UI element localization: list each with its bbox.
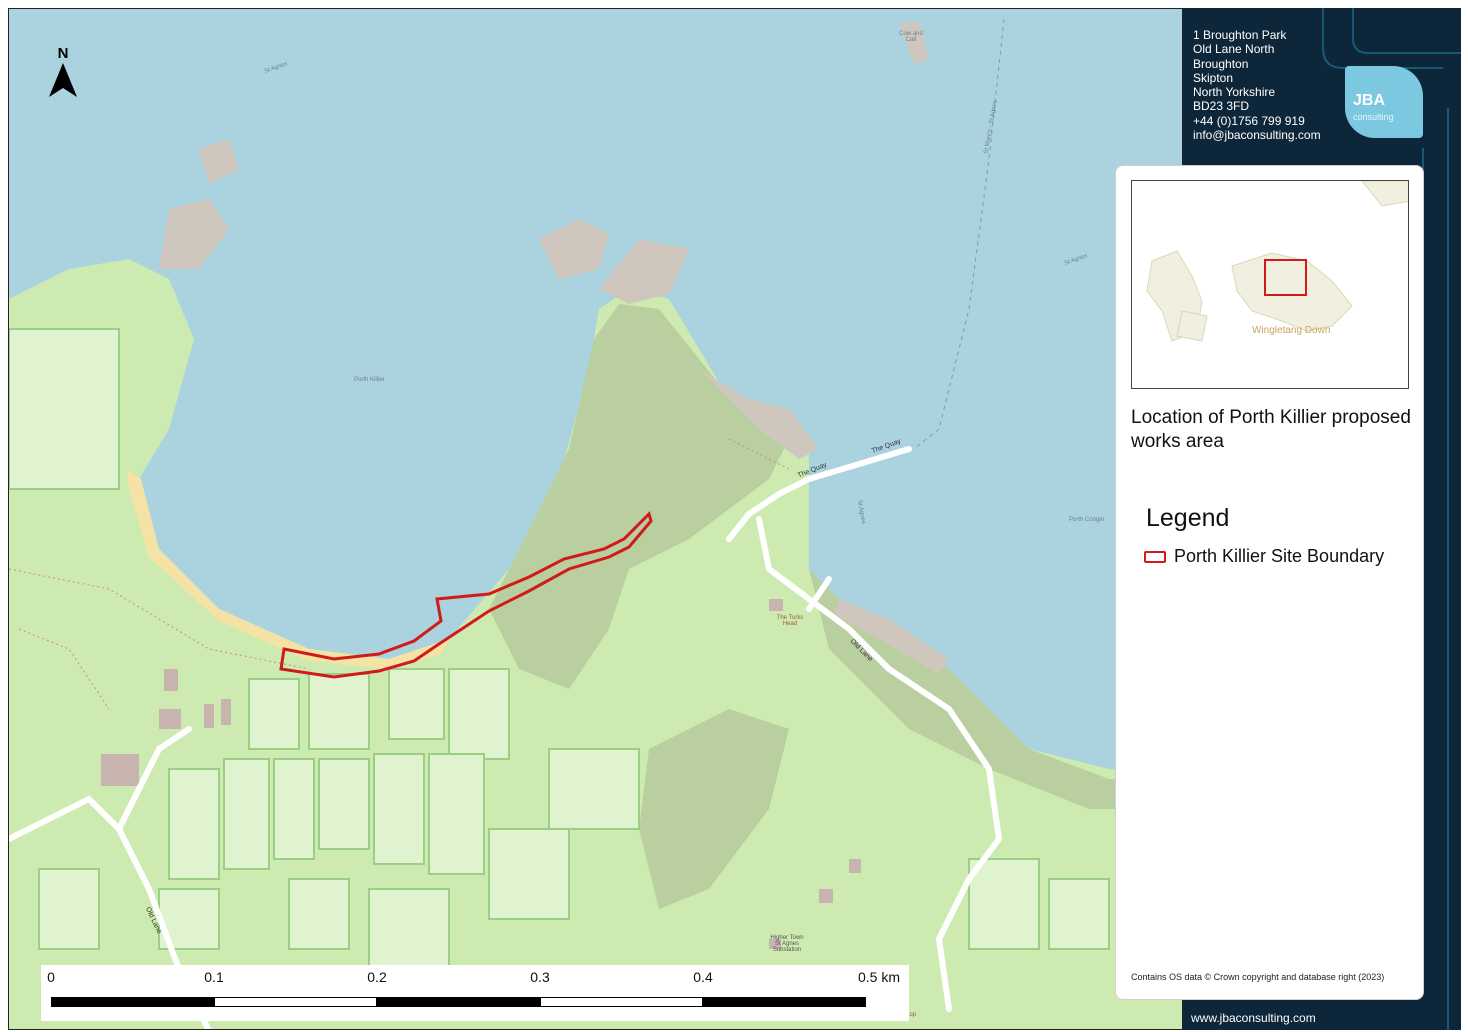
- legend-item-label: Porth Killier Site Boundary: [1174, 546, 1385, 566]
- jba-logo: JBA consulting: [1345, 66, 1423, 138]
- location-inset-map: Wingletang Down: [1131, 180, 1409, 389]
- rocks: [699, 369, 819, 459]
- scale-segment: [540, 997, 703, 1007]
- scale-segment: [377, 997, 540, 1007]
- logo-sub: consulting: [1353, 112, 1394, 122]
- phone: +44 (0)1756 799 919: [1193, 113, 1305, 128]
- label-porth-killier: Porth Killier: [354, 377, 385, 383]
- scale-tick-3: 0.3: [530, 969, 550, 985]
- inset-extent-box: [1264, 259, 1307, 296]
- rocks: [899, 21, 929, 64]
- address-line: 1 Broughton Park: [1193, 28, 1287, 42]
- address-line: Skipton: [1193, 70, 1234, 85]
- legend-title: Legend: [1146, 504, 1230, 532]
- scale-tick-4: 0.4: [693, 969, 713, 985]
- site-boundary[interactable]: [279, 511, 653, 679]
- north-label: N: [57, 45, 69, 62]
- legend-swatch-red-outline: [1144, 550, 1166, 563]
- north-arrow: N: [47, 45, 79, 104]
- copyright-note: Contains OS data © Crown copyright and d…: [1131, 972, 1385, 982]
- scale-tick-1: 0.1: [204, 969, 224, 985]
- rocks: [159, 199, 229, 269]
- scale-bar: 0 0.1 0.2 0.3 0.4 0.5 km: [41, 965, 909, 1021]
- main-map[interactable]: Porth Killier Porth Conger Cow and Calf …: [8, 8, 1183, 1030]
- rocks: [834, 599, 949, 674]
- location-title: Location of Porth Killier proposed works…: [1131, 407, 1411, 452]
- heath-area: [489, 304, 789, 689]
- email: info@jbaconsulting.com: [1193, 128, 1321, 143]
- legend-item-site-boundary: Porth Killier Site Boundary: [1144, 546, 1384, 567]
- address-line: Broughton: [1193, 56, 1249, 71]
- scale-tick-5: 0.5 km: [857, 969, 901, 985]
- website-link[interactable]: www.jbaconsulting.com: [1191, 1011, 1316, 1025]
- label-cow-and-calf: Cow and Calf: [899, 31, 923, 43]
- address-line: BD23 3FD: [1193, 99, 1250, 114]
- scale-segment: [51, 997, 214, 1007]
- rocks: [539, 219, 609, 279]
- logo-name: JBA: [1353, 92, 1386, 109]
- scale-tick-0: 0: [47, 969, 55, 985]
- north-arrow-icon: [49, 63, 77, 97]
- legend-panel: Wingletang Down Location of Porth Killie…: [1115, 165, 1424, 1000]
- scale-tick-2: 0.2: [367, 969, 387, 985]
- footpaths: [9, 438, 790, 710]
- inset-label-wingletang-down: Wingletang Down: [1252, 325, 1331, 336]
- buildings: [101, 599, 861, 949]
- company-address: 1 Broughton Park Old Lane North Broughto…: [1193, 28, 1321, 142]
- scale-segment: [214, 997, 377, 1007]
- label-turks-head: The Turks Head: [776, 615, 804, 627]
- rocks: [199, 139, 239, 184]
- map-base-layer: [9, 9, 1182, 1029]
- scale-segment: [703, 997, 866, 1007]
- address-line: North Yorkshire: [1193, 85, 1276, 100]
- label-higher-town: Higher Town St Agnes Substation: [770, 935, 804, 953]
- heath-area-south: [639, 709, 789, 909]
- inset-map-base: [1146, 181, 1408, 342]
- rocks: [599, 239, 689, 304]
- address-line: Old Lane North: [1193, 42, 1275, 57]
- ferry-route: [913, 18, 1005, 450]
- label-porth-conger: Porth Conger: [1069, 517, 1105, 523]
- fields: [9, 328, 1110, 970]
